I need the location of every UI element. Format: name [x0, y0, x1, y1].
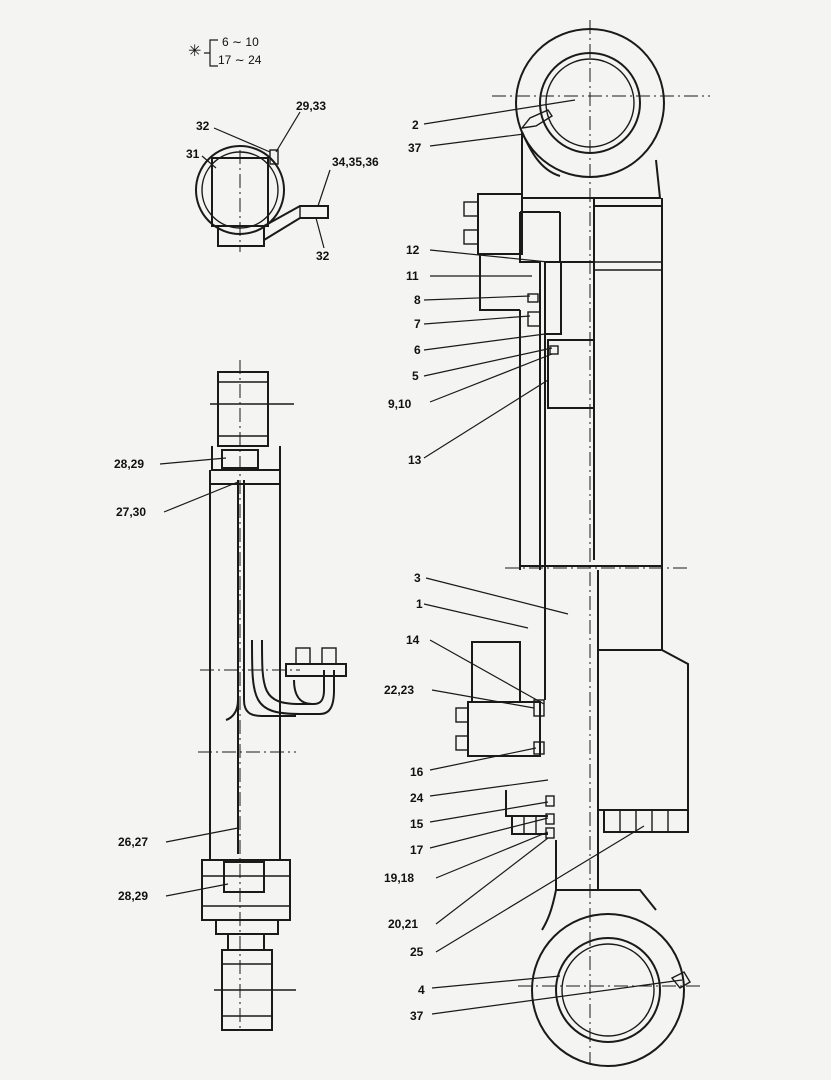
- rod-end-shoulder: [556, 889, 657, 911]
- label-20-21: 20,21: [388, 917, 419, 931]
- label-28-29-top: 28,29: [114, 457, 145, 471]
- side-pipe-loop-1: [251, 639, 335, 715]
- barrel-upper-right: [593, 198, 663, 560]
- clamp-tube: [211, 157, 269, 227]
- rod-end-fillet: [541, 889, 557, 931]
- label-24: 24: [410, 791, 424, 805]
- rod-eye-top-fillet: [521, 131, 561, 177]
- side-valve-2: [321, 647, 337, 665]
- label-19-18: 19,18: [384, 871, 415, 885]
- label-31: 31: [186, 147, 200, 161]
- note-star: ✳: [188, 43, 202, 60]
- label-1: 1: [416, 597, 423, 611]
- clamp-bracket: [263, 205, 329, 241]
- label-15: 15: [410, 817, 424, 831]
- lower-port-stub: [471, 641, 521, 703]
- side-view-assembly: [159, 360, 347, 1031]
- side-clamp-top: [221, 449, 259, 469]
- upper-bolt-1: [463, 201, 479, 217]
- note-bracket: [204, 39, 218, 67]
- label-13: 13: [408, 453, 422, 467]
- side-top-eye: [217, 371, 269, 447]
- lower-port-flange: [467, 701, 541, 757]
- clamp-bracket-block: [299, 205, 329, 219]
- rod-eye-bottom-bore: [555, 937, 661, 1043]
- label-7: 7: [414, 317, 421, 331]
- grease-nipple-top: [520, 109, 553, 129]
- label-37-bottom: 37: [410, 1009, 424, 1023]
- label-34-35-36: 34,35,36: [332, 155, 379, 169]
- gland-left: [505, 790, 548, 817]
- clamp-bolt: [269, 149, 279, 165]
- piston-rod-lower: [544, 570, 599, 860]
- piston-head: [544, 261, 562, 335]
- side-pipe-loop-2: [261, 639, 325, 705]
- side-bottom-head: [201, 859, 291, 921]
- label-11: 11: [406, 269, 419, 283]
- label-14: 14: [406, 633, 420, 647]
- rod-lower-end: [555, 840, 599, 890]
- clamp-base: [217, 226, 265, 247]
- piston-rod-left-edge: [519, 212, 541, 570]
- label-2: 2: [412, 118, 419, 132]
- side-valve-plate: [285, 663, 347, 677]
- main-cylinder-assembly: [455, 20, 710, 1067]
- label-29-33: 29,33: [296, 99, 327, 113]
- label-9-10: 9,10: [388, 397, 412, 411]
- label-32-top: 32: [196, 119, 210, 133]
- label-5: 5: [412, 369, 419, 383]
- label-4: 4: [418, 983, 425, 997]
- seal-8: [527, 293, 539, 303]
- cylinder-head-body: [598, 560, 689, 811]
- tube-stub: [479, 254, 520, 311]
- lower-bolt-2: [455, 735, 469, 751]
- clamp-detail: [195, 111, 331, 252]
- label-37-top: 37: [408, 141, 422, 155]
- side-pipe-loop-3: [293, 679, 313, 705]
- side-top-head: [211, 446, 281, 471]
- side-valve-1: [295, 647, 311, 665]
- label-27-30: 27,30: [116, 505, 147, 519]
- note-line-2: 17 ∼ 24: [218, 53, 262, 67]
- label-16: 16: [410, 765, 424, 779]
- rod-eye-bottom: [531, 913, 685, 1067]
- seal-5: [549, 345, 559, 355]
- piston-body: [547, 339, 595, 409]
- label-32-bottom: 32: [316, 249, 330, 263]
- label-8: 8: [414, 293, 421, 307]
- side-pipe-bend: [225, 699, 239, 721]
- rod-eye-bottom-bushing: [561, 943, 655, 1037]
- side-pipe: [237, 480, 296, 854]
- side-bottom-flange: [215, 920, 279, 935]
- label-25: 25: [410, 945, 424, 959]
- side-clamp-bottom: [223, 861, 265, 893]
- label-22-23: 22,23: [384, 683, 415, 697]
- lower-bolt-1: [455, 707, 469, 723]
- barrel-port-block: [520, 211, 594, 263]
- label-26-27: 26,27: [118, 835, 149, 849]
- label-3: 3: [414, 571, 421, 585]
- label-6: 6: [414, 343, 421, 357]
- label-12: 12: [406, 243, 420, 257]
- upper-port-flange: [477, 193, 523, 255]
- seal-15: [545, 795, 555, 807]
- label-17: 17: [410, 843, 424, 857]
- main-leaders: [423, 99, 683, 1015]
- seal-7: [527, 311, 541, 327]
- upper-bolt-2: [463, 229, 479, 245]
- side-rod-neck: [227, 934, 265, 951]
- head-bolt-flange: [511, 810, 689, 835]
- grease-nipple-bottom: [670, 971, 691, 989]
- note-line-1: 6 ∼ 10: [222, 35, 259, 49]
- label-28-29-bottom: 28,29: [118, 889, 149, 903]
- barrel-middle: [519, 310, 662, 570]
